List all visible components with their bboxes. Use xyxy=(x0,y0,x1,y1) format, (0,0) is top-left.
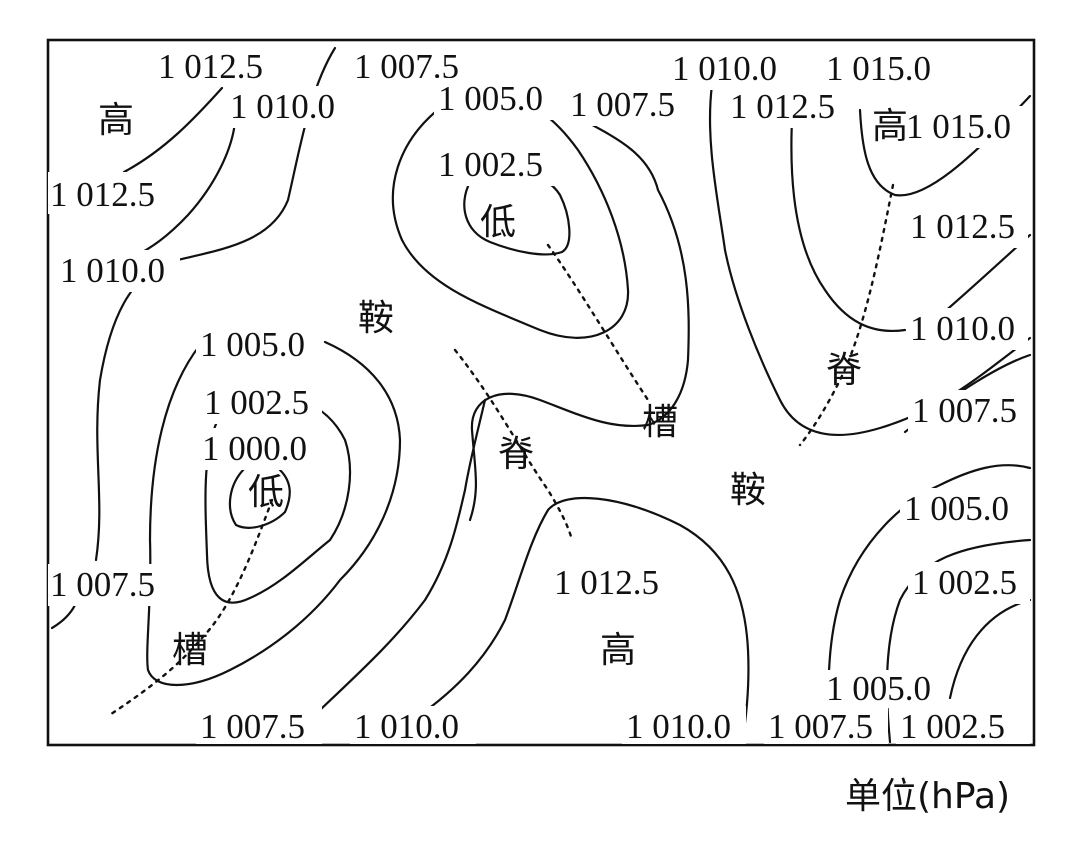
pressure-system-labels: 高 高 高 低 低 鞍 鞍 脊 脊 槽 槽 xyxy=(98,100,908,671)
isobar-label: 1 005.0 xyxy=(826,669,931,708)
isobar-label: 1 000.0 xyxy=(202,429,307,468)
isobar-l-1007-5 xyxy=(50,603,77,630)
isobar-label: 1 005.0 xyxy=(200,325,305,364)
ridge-axis-right xyxy=(798,183,895,447)
isobar-r-1002-5-b xyxy=(948,598,1032,700)
isobar-label: 1 007.5 xyxy=(570,85,675,124)
isobar-label: 1 002.5 xyxy=(912,563,1017,602)
isobar-tl-1012-5-b xyxy=(118,120,237,264)
isobar-label: 1 012.5 xyxy=(158,47,263,86)
low-label-center: 低 xyxy=(480,202,516,243)
isobar-label: 1 005.0 xyxy=(904,489,1009,528)
isobar-label: 1 007.5 xyxy=(50,565,155,604)
ridge-axis-center xyxy=(453,348,574,542)
isobar-label: 1 015.0 xyxy=(906,107,1011,146)
low-label-left: 低 xyxy=(248,472,284,513)
isobar-labels: 1 012.5 1 007.5 1 010.0 1 012.5 1 010.0 … xyxy=(48,44,1030,746)
trough-label-center: 槽 xyxy=(642,402,678,443)
saddle-label-right: 鞍 xyxy=(730,470,766,511)
isobar-label: 1 010.0 xyxy=(354,707,459,746)
isobar-l-1002-5 xyxy=(204,400,352,604)
isobar-label: 1 012.5 xyxy=(554,563,659,602)
isobar-c-1007-5 xyxy=(468,110,690,522)
isobar-label: 1 015.0 xyxy=(826,49,931,88)
isobar-label: 1 002.5 xyxy=(204,383,309,422)
isobar-c-1002-5 xyxy=(463,174,571,256)
isobar-label: 1 012.5 xyxy=(50,175,155,214)
ridge-label-right: 脊 xyxy=(826,350,862,391)
trough-axis-center xyxy=(546,243,650,402)
isobar-l-1005-0 xyxy=(146,340,402,686)
isobar-b-1010-0 xyxy=(418,496,750,747)
isobar-label: 1 010.0 xyxy=(626,707,731,746)
isobar-label: 1 002.5 xyxy=(900,707,1005,746)
trough-label-left: 槽 xyxy=(172,630,208,671)
unit-label: 单位(hPa) xyxy=(845,776,1010,817)
isobar-c-1005-0 xyxy=(391,98,630,339)
map-frame xyxy=(46,38,1036,747)
isobar-label: 1 010.0 xyxy=(60,251,165,290)
isobar-label: 1 010.0 xyxy=(672,49,777,88)
high-label-bottom: 高 xyxy=(600,630,636,671)
isobar-b-1007-5 xyxy=(318,398,487,712)
high-label-topright: 高 xyxy=(872,106,908,147)
saddle-label-center: 鞍 xyxy=(358,298,394,339)
isobar-l-1000-0 xyxy=(228,466,291,529)
isobar-label: 1 012.5 xyxy=(910,207,1015,246)
isobar-label: 1 007.5 xyxy=(768,707,873,746)
axis-lines xyxy=(106,183,895,718)
isobar-tl-1012-5-a xyxy=(122,86,224,174)
high-label-topleft: 高 xyxy=(98,100,134,141)
isobar-label: 1 010.0 xyxy=(910,309,1015,348)
ridge-label-center: 脊 xyxy=(498,434,534,475)
isobar-label: 1 007.5 xyxy=(200,707,305,746)
isobar-label: 1 002.5 xyxy=(438,145,543,184)
isobar-label: 1 012.5 xyxy=(730,87,835,126)
isobar-label: 1 007.5 xyxy=(912,391,1017,430)
isobar-tr-1012-5 xyxy=(790,86,907,332)
isobar-label: 1 010.0 xyxy=(230,87,335,126)
isobar-label: 1 005.0 xyxy=(438,79,543,118)
